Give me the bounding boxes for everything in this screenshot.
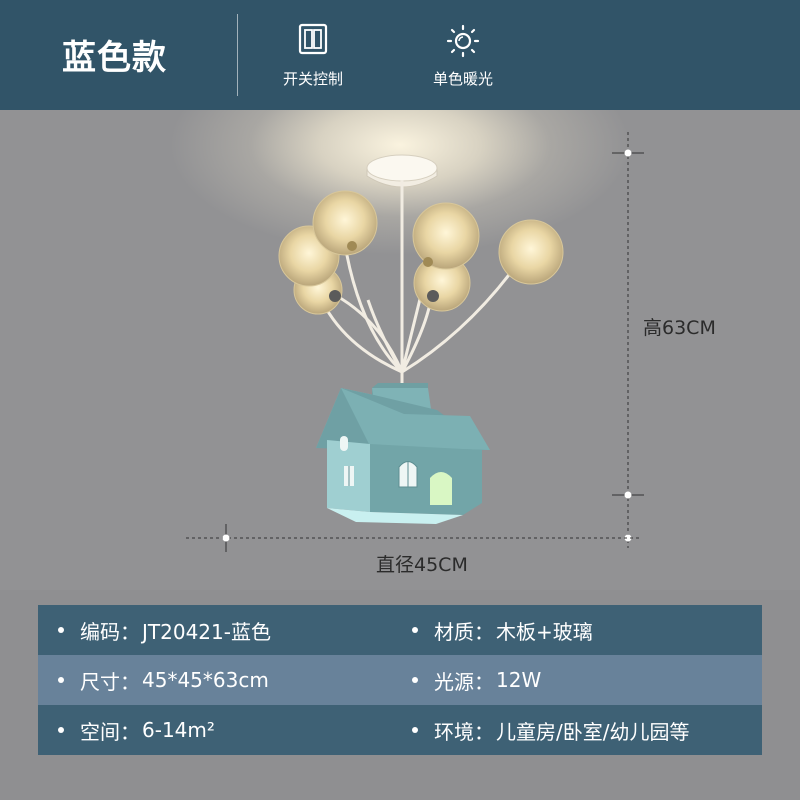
switch-icon xyxy=(298,23,328,55)
spec-value: 45*45*63cm xyxy=(142,668,269,692)
spec-item-environment: 环境： 儿童房/卧室/幼儿园等 xyxy=(400,716,762,745)
bullet-dot xyxy=(58,677,64,683)
spec-value: 6-14m² xyxy=(142,718,215,742)
header-divider xyxy=(237,14,238,96)
spec-key: 编码： xyxy=(80,619,140,644)
spec-item-space: 空间： 6-14m² xyxy=(38,716,400,745)
diameter-dimension-line xyxy=(186,524,640,552)
height-dimension-line xyxy=(612,132,644,548)
feature-label: 开关控制 xyxy=(282,70,343,88)
feature-label: 单色暖光 xyxy=(432,70,493,88)
header-bar: 蓝色款 开关控制 单色暖光 xyxy=(0,0,800,110)
spec-value: JT20421-蓝色 xyxy=(142,619,271,644)
spec-item-size: 尺寸： 45*45*63cm xyxy=(38,666,400,695)
spec-value: 12W xyxy=(496,668,542,692)
spec-key: 材质： xyxy=(434,619,494,644)
spec-item-code: 编码： JT20421-蓝色 xyxy=(38,616,400,645)
spec-row: 空间： 6-14m² 环境： 儿童房/卧室/幼儿园等 xyxy=(38,705,762,755)
feature-switch-control: 开关控制 xyxy=(258,22,368,89)
ceiling-canopy xyxy=(366,154,438,188)
sun-icon xyxy=(446,24,480,58)
glass-bulbs xyxy=(278,190,564,315)
spec-item-material: 材质： 木板+玻璃 xyxy=(400,616,762,645)
spec-row: 尺寸： 45*45*63cm 光源： 12W xyxy=(38,655,762,705)
bullet-dot xyxy=(412,677,418,683)
product-variant-title: 蓝色款 xyxy=(62,38,167,78)
spec-table: 编码： JT20421-蓝色 材质： 木板+玻璃 尺寸： 45*45*63cm … xyxy=(38,605,762,755)
spec-row: 编码： JT20421-蓝色 材质： 木板+玻璃 xyxy=(38,605,762,655)
spec-key: 环境： xyxy=(434,719,494,744)
spec-key: 光源： xyxy=(434,669,494,694)
spec-key: 空间： xyxy=(80,719,140,744)
feature-warm-light: 单色暖光 xyxy=(408,22,518,89)
height-label: 高63CM xyxy=(643,317,716,339)
spec-value: 木板+玻璃 xyxy=(496,619,593,644)
bullet-dot xyxy=(412,727,418,733)
bullet-dot xyxy=(412,627,418,633)
diameter-label: 直径45CM xyxy=(376,554,468,576)
spec-key: 尺寸： xyxy=(80,669,140,694)
bullet-dot xyxy=(58,627,64,633)
house-lamp-body xyxy=(316,383,490,524)
spec-item-light-source: 光源： 12W xyxy=(400,666,762,695)
spec-value: 儿童房/卧室/幼儿园等 xyxy=(496,719,690,744)
bullet-dot xyxy=(58,727,64,733)
